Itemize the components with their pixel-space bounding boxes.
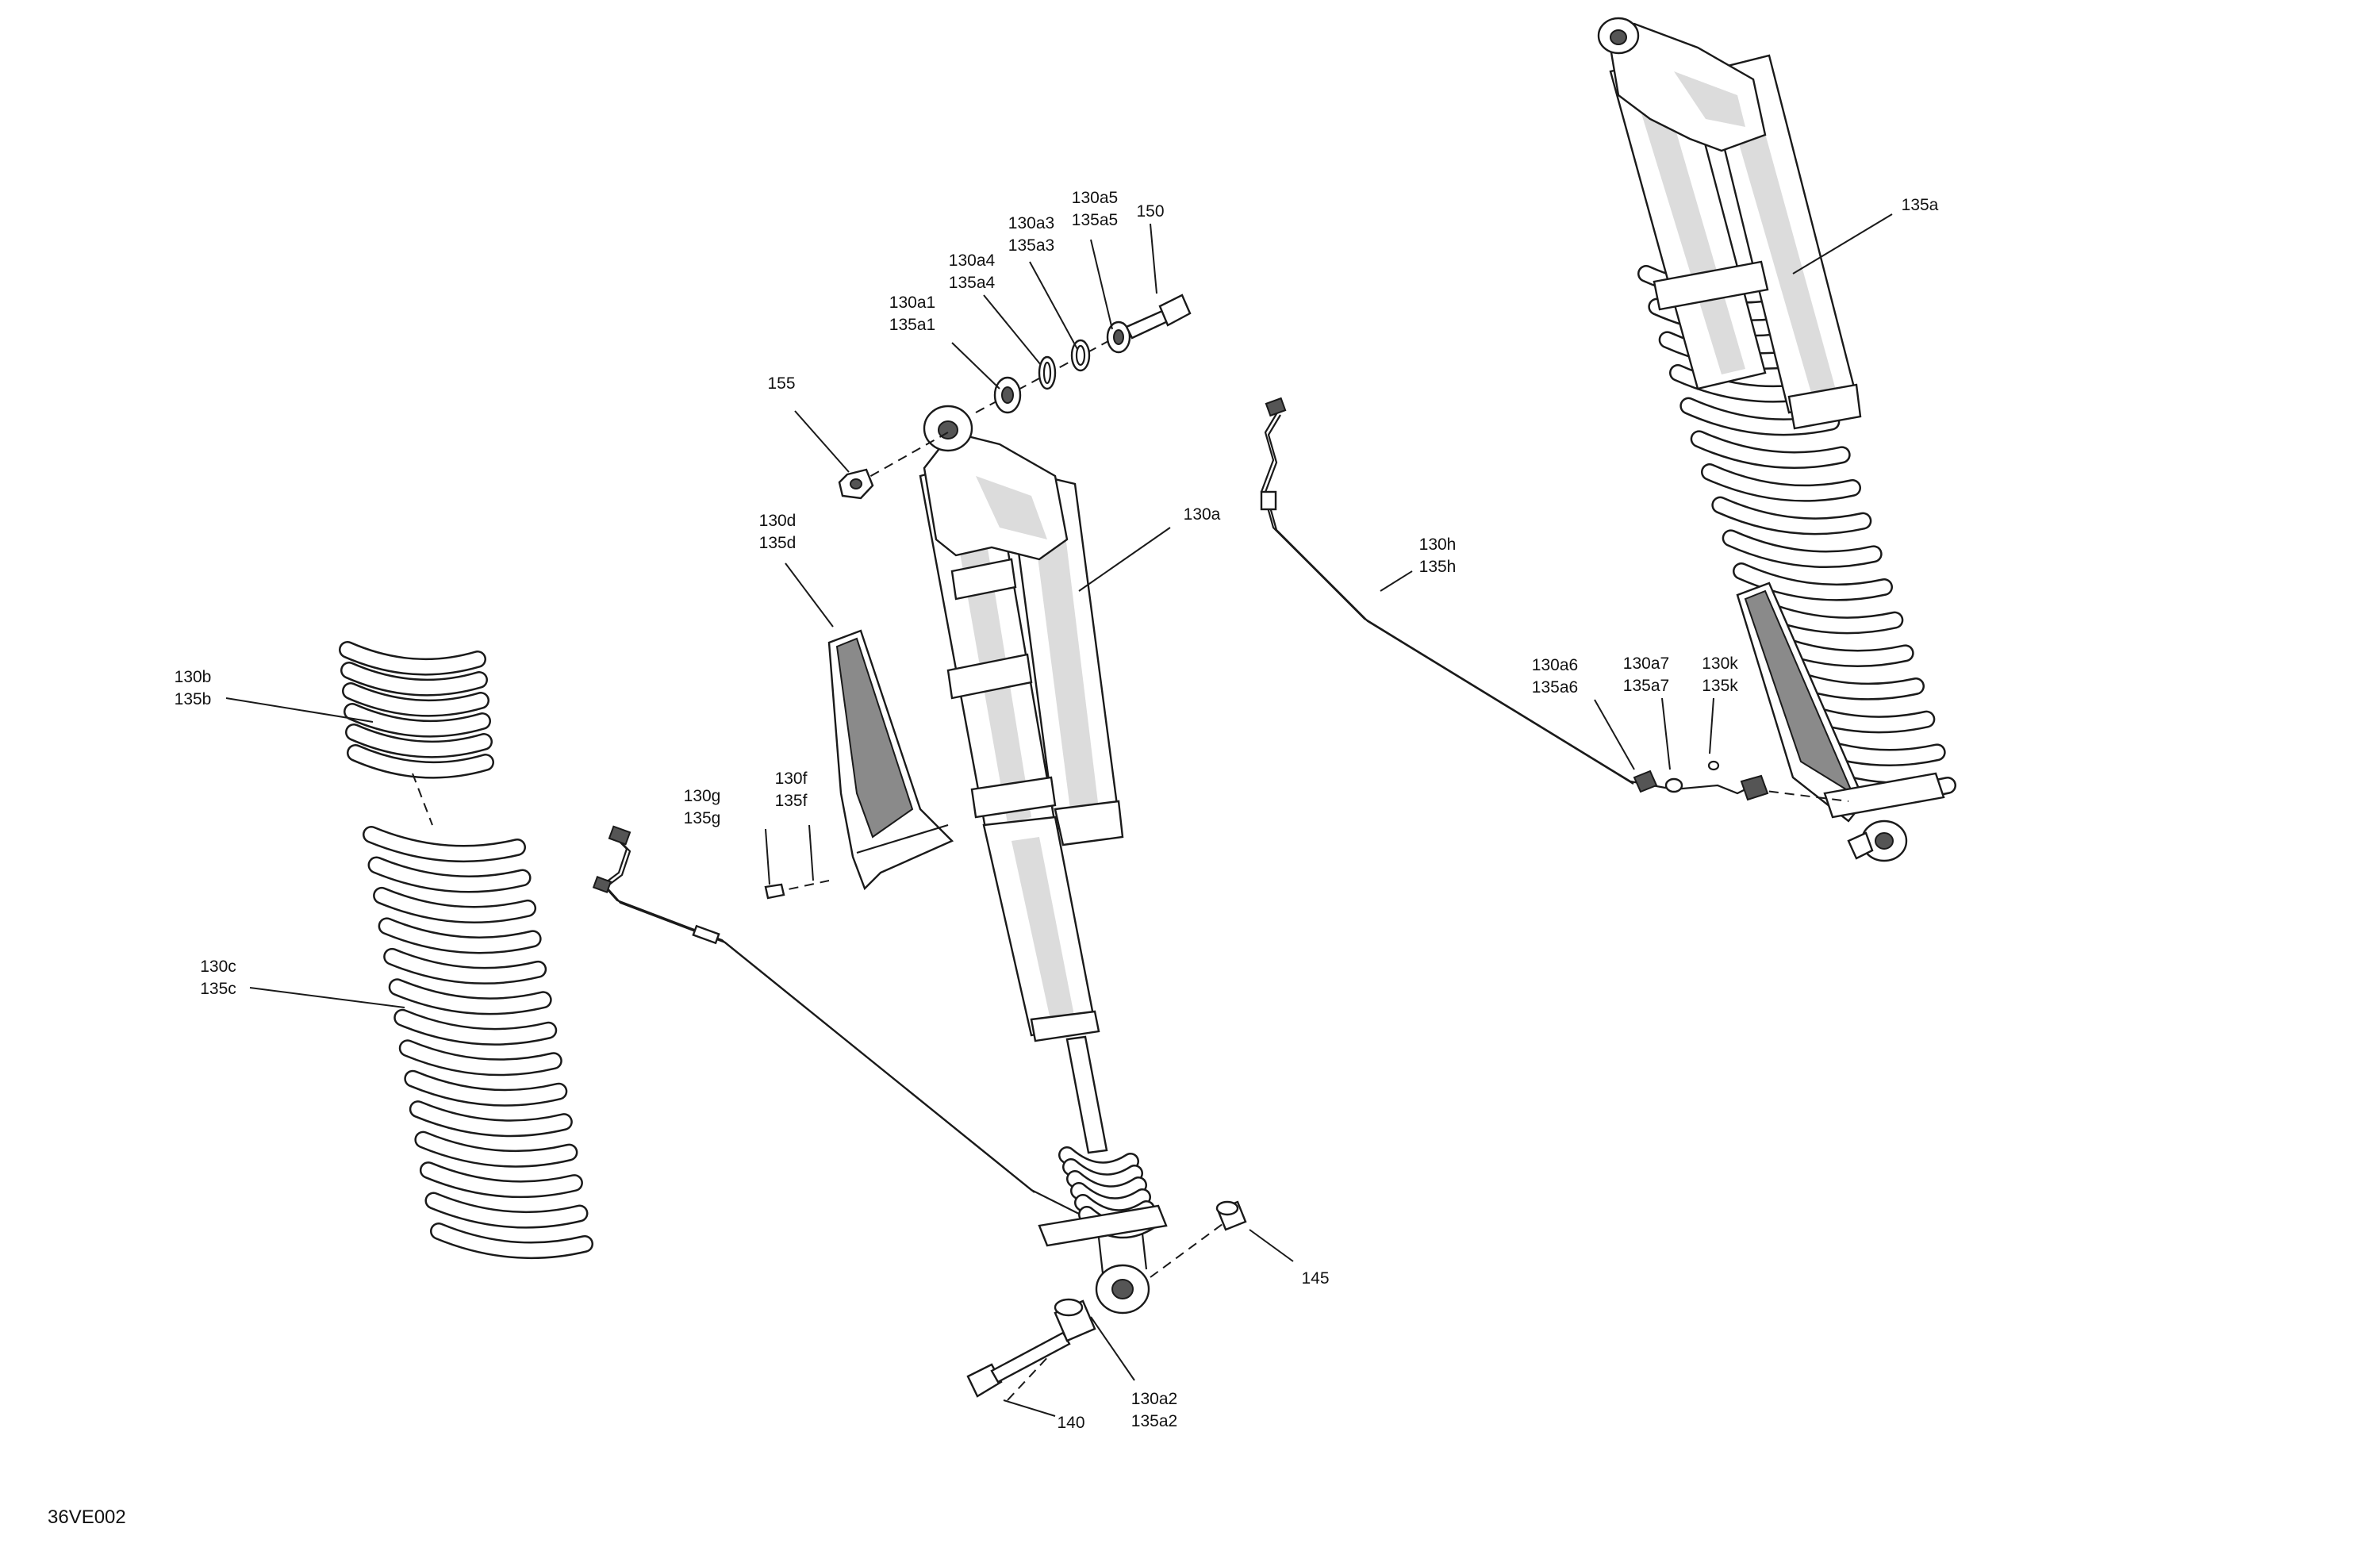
svg-text:145: 145 bbox=[1301, 1269, 1329, 1288]
clip-130f bbox=[764, 880, 830, 900]
bearing-130a1 bbox=[993, 376, 1022, 414]
guard-130d bbox=[827, 629, 954, 891]
callout-135a: 135a bbox=[1902, 196, 1939, 214]
svg-text:36VE002: 36VE002 bbox=[48, 1507, 126, 1528]
nut-155 bbox=[838, 468, 874, 500]
callout-155: 155 bbox=[767, 374, 795, 393]
callout-145: 145 bbox=[1301, 1269, 1329, 1288]
spring-axis-line bbox=[412, 773, 433, 826]
callout-130a: 130a bbox=[1184, 505, 1221, 524]
svg-text:155: 155 bbox=[767, 374, 795, 393]
svg-text:140: 140 bbox=[1057, 1414, 1084, 1432]
washer-145 bbox=[1215, 1200, 1247, 1231]
bolt-150 bbox=[1125, 294, 1192, 340]
leader-lines bbox=[225, 213, 1893, 1417]
spacer-130a5 bbox=[1106, 320, 1131, 354]
svg-text:150: 150 bbox=[1136, 202, 1164, 221]
upper-spring bbox=[339, 641, 494, 779]
svg-text:130a: 130a bbox=[1184, 505, 1221, 524]
center-shock-absorber bbox=[919, 405, 1168, 1315]
svg-text:135a: 135a bbox=[1902, 196, 1939, 214]
callout-140: 140 bbox=[1057, 1414, 1084, 1432]
assembled-shock-135a bbox=[1597, 17, 1956, 862]
ring-130a4 bbox=[1038, 355, 1057, 390]
sensor-harness-left bbox=[592, 825, 1080, 1215]
sensor-harness-right bbox=[1260, 397, 1849, 802]
bolt-140 bbox=[966, 1331, 1071, 1398]
callout-150: 150 bbox=[1136, 202, 1164, 221]
diagram-code: 36VE002 bbox=[48, 1507, 126, 1528]
lower-spring bbox=[363, 826, 593, 1260]
bushing-130a2 bbox=[1054, 1298, 1096, 1342]
